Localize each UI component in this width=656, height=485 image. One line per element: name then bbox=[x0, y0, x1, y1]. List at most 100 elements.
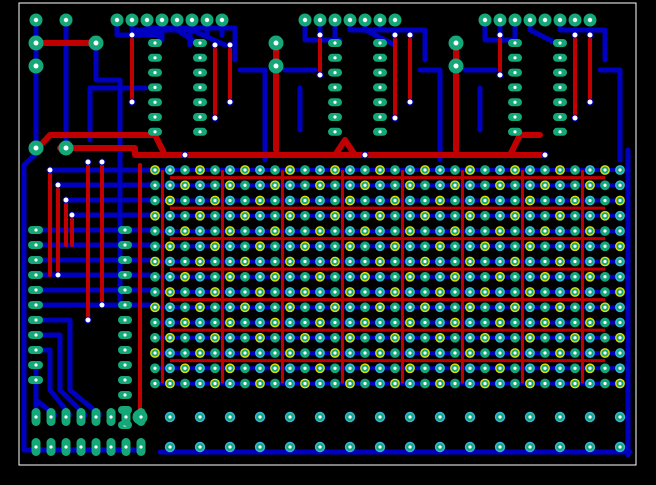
ic-pad-drill bbox=[333, 115, 337, 119]
matrix-pad-drill bbox=[198, 275, 202, 279]
bottom-row-pad-drill bbox=[168, 445, 172, 449]
matrix-pad-drill bbox=[168, 244, 172, 248]
matrix-pad-drill bbox=[528, 366, 532, 370]
matrix-pad-drill bbox=[363, 183, 367, 187]
matrix-pad-drill bbox=[393, 214, 397, 218]
matrix-pad-drill bbox=[168, 320, 172, 325]
matrix-pad-drill bbox=[438, 229, 442, 233]
matrix-pad-drill bbox=[303, 305, 307, 309]
matrix-pad-drill bbox=[153, 336, 157, 340]
connector-pad-drill bbox=[527, 17, 533, 23]
matrix-pad-drill bbox=[438, 305, 442, 309]
matrix-pad-drill bbox=[363, 168, 367, 172]
bottom-row-pad-drill bbox=[408, 415, 412, 419]
connector-pad-drill bbox=[347, 17, 353, 23]
ic-pad-drill bbox=[558, 56, 562, 60]
matrix-pad-drill bbox=[393, 351, 397, 355]
matrix-pad-drill bbox=[243, 366, 247, 370]
matrix-pad-drill bbox=[348, 214, 352, 218]
pin-pad-drill bbox=[79, 445, 83, 449]
matrix-pad-drill bbox=[498, 259, 502, 264]
ic-pad-drill bbox=[123, 363, 127, 367]
matrix-pad-drill bbox=[198, 198, 202, 203]
matrix-pad-drill bbox=[498, 168, 502, 172]
matrix-pad-drill bbox=[243, 229, 247, 233]
matrix-pad-drill bbox=[468, 214, 472, 218]
matrix-pad-drill bbox=[318, 168, 322, 172]
matrix-pad-drill bbox=[153, 229, 157, 233]
matrix-pad-drill bbox=[198, 336, 202, 340]
matrix-pad-drill bbox=[333, 351, 337, 355]
matrix-pad-drill bbox=[483, 259, 487, 264]
matrix-pad-drill bbox=[603, 198, 607, 203]
ic-pad-drill bbox=[153, 100, 157, 104]
matrix-pad-drill bbox=[183, 366, 187, 370]
ic-pad-drill bbox=[333, 56, 337, 60]
matrix-pad-drill bbox=[438, 244, 442, 248]
matrix-pad-drill bbox=[408, 305, 412, 309]
matrix-pad-drill bbox=[348, 229, 352, 233]
matrix-pad-drill bbox=[423, 290, 427, 294]
ic-pad-drill bbox=[153, 41, 157, 45]
matrix-pad-drill bbox=[243, 336, 247, 340]
matrix-pad-drill bbox=[498, 320, 502, 325]
matrix-pad-drill bbox=[198, 183, 202, 187]
matrix-pad-drill bbox=[393, 244, 397, 248]
connector-pad-drill bbox=[512, 17, 518, 23]
matrix-pad-drill bbox=[483, 305, 487, 309]
matrix-pad-drill bbox=[618, 351, 622, 355]
matrix-pad-drill bbox=[543, 275, 547, 279]
matrix-pad-drill bbox=[198, 168, 202, 172]
matrix-pad-drill bbox=[333, 214, 337, 218]
matrix-pad-drill bbox=[168, 168, 172, 172]
bottom-row-pad-drill bbox=[348, 445, 352, 449]
bottom-row-pad-drill bbox=[378, 415, 382, 419]
via bbox=[226, 41, 234, 49]
matrix-pad-drill bbox=[408, 275, 412, 279]
connector-pad-drill bbox=[572, 17, 578, 23]
via bbox=[361, 151, 369, 159]
pin-pad-drill bbox=[64, 415, 68, 419]
matrix-pad-drill bbox=[468, 366, 472, 370]
matrix-pad-drill bbox=[423, 198, 427, 203]
matrix-pad-drill bbox=[243, 320, 247, 325]
matrix-pad-drill bbox=[228, 305, 232, 309]
matrix-pad-drill bbox=[528, 259, 532, 264]
matrix-pad-drill bbox=[213, 320, 217, 325]
matrix-pad-drill bbox=[363, 244, 367, 248]
matrix-pad-drill bbox=[243, 183, 247, 187]
matrix-pad-drill bbox=[348, 244, 352, 248]
matrix-pad-drill bbox=[378, 366, 382, 370]
matrix-pad-drill bbox=[213, 244, 217, 248]
connector-pad-drill bbox=[129, 17, 135, 23]
matrix-pad-drill bbox=[543, 198, 547, 203]
pin-pad-drill bbox=[124, 445, 128, 449]
matrix-pad-drill bbox=[258, 183, 262, 187]
matrix-pad-drill bbox=[273, 259, 277, 264]
matrix-pad-drill bbox=[423, 275, 427, 279]
ic-pad-drill bbox=[123, 258, 127, 262]
matrix-pad-drill bbox=[498, 366, 502, 370]
matrix-pad-drill bbox=[258, 336, 262, 340]
matrix-pad-drill bbox=[378, 259, 382, 264]
via bbox=[128, 98, 136, 106]
matrix-pad-drill bbox=[468, 244, 472, 248]
matrix-pad-drill bbox=[453, 366, 457, 370]
matrix-pad-drill bbox=[288, 214, 292, 218]
matrix-pad-drill bbox=[543, 183, 547, 187]
matrix-pad-drill bbox=[243, 381, 247, 386]
matrix-pad-drill bbox=[198, 305, 202, 309]
matrix-pad-drill bbox=[258, 290, 262, 294]
matrix-pad-drill bbox=[558, 366, 562, 370]
via bbox=[496, 31, 504, 39]
matrix-pad-drill bbox=[543, 214, 547, 218]
matrix-pad-drill bbox=[273, 229, 277, 233]
connector-pad-drill bbox=[33, 17, 39, 23]
ic-pad-drill bbox=[123, 333, 127, 337]
matrix-pad-drill bbox=[483, 351, 487, 355]
matrix-pad-drill bbox=[528, 336, 532, 340]
matrix-pad-drill bbox=[498, 381, 502, 386]
matrix-pad-drill bbox=[378, 198, 382, 203]
connector-pad-drill bbox=[159, 17, 165, 23]
connector-pad-drill bbox=[557, 17, 563, 23]
